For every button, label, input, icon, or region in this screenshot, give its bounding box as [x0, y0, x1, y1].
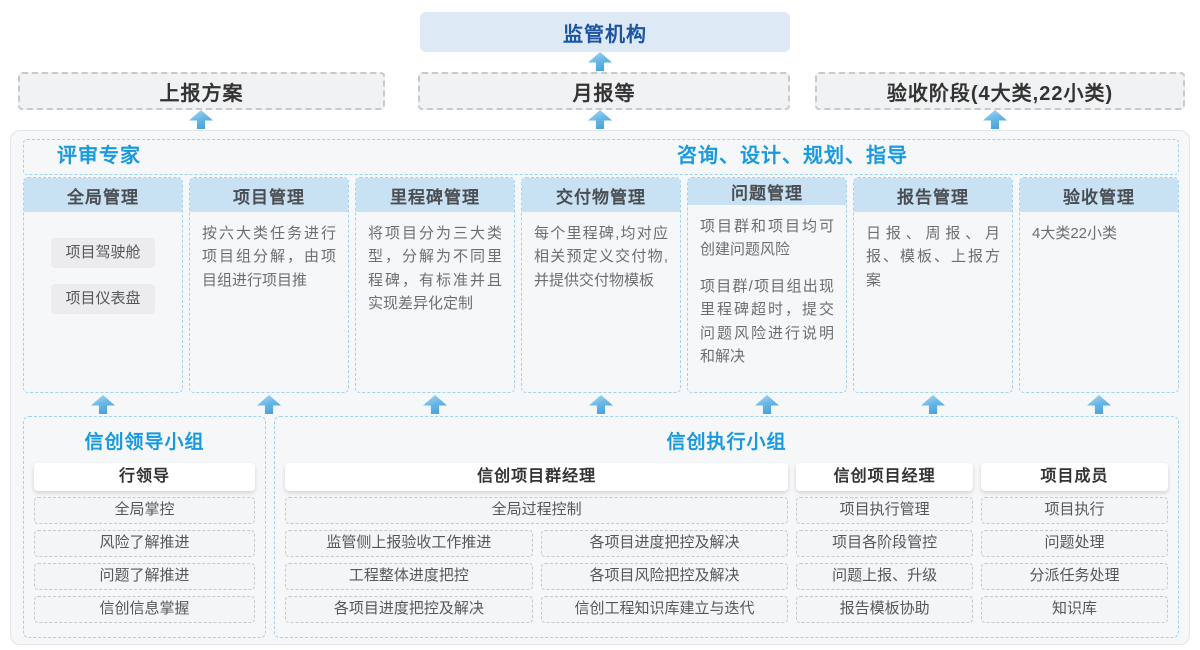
module-columns: 全局管理 项目驾驶舱 项目仪表盘 项目管理 按六大类任务进行项目组分解，由项目组… — [23, 177, 1179, 393]
leader-group-title: 信创领导小组 — [84, 432, 205, 453]
arrow-up-icon — [983, 110, 1007, 129]
project-member-task-list: 项目执行问题处理分派任务处理知识库 — [980, 497, 1168, 623]
module-column-global: 全局管理 项目驾驶舱 项目仪表盘 — [23, 177, 183, 393]
leader-task-list: 全局掌控风险了解推进问题了解推进信创信息掌握 — [34, 497, 255, 623]
report-plan-box: 上报方案 — [18, 72, 385, 110]
arrow-up-icon — [91, 395, 115, 414]
column-body: 日报、周报、月报、模板、上报方案 — [854, 212, 1012, 392]
column-header: 项目管理 — [190, 178, 348, 212]
expert-band: 评审专家 咨询、设计、规划、指导 — [23, 139, 1179, 175]
column-paragraph: 将项目分为三大类型，分解为不同里程碑，有标准并且实现差异化定制 — [368, 225, 502, 312]
leader-task-item: 问题了解推进 — [34, 563, 255, 590]
review-experts-label: 评审专家 — [57, 145, 141, 167]
arrow-up-icon — [1087, 395, 1111, 414]
project-manager-role-box: 信创项目经理 — [796, 463, 973, 491]
column-body: 4大类22小类 — [1020, 212, 1178, 392]
program-manager-left-list: 监管侧上报验收工作推进工程整体进度把控各项目进度把控及解决 — [285, 530, 533, 623]
project-manager-task-item: 项目各阶段管控 — [796, 530, 973, 557]
leader-task-item: 全局掌控 — [34, 497, 255, 524]
project-member-task-item: 知识库 — [980, 596, 1168, 623]
module-column-report: 报告管理 日报、周报、月报、模板、上报方案 — [853, 177, 1013, 393]
program-manager-task-item: 工程整体进度把控 — [285, 563, 533, 590]
project-member-task-item: 分派任务处理 — [980, 563, 1168, 590]
arrow-up-icon — [189, 110, 213, 129]
module-column-deliverable: 交付物管理 每个里程碑,均对应相关预定义交付物,并提供交付物模板 — [521, 177, 681, 393]
column-paragraph: 按六大类任务进行项目组分解，由项目组进行项目推 — [202, 225, 336, 289]
regulator-box: 监管机构 — [420, 12, 790, 52]
module-column-project: 项目管理 按六大类任务进行项目组分解，由项目组进行项目推 — [189, 177, 349, 393]
program-manager-task-grid: 监管侧上报验收工作推进工程整体进度把控各项目进度把控及解决 各项目进度把控及解决… — [285, 530, 789, 623]
module-column-issue: 问题管理 项目群和项目均可创建问题风险 项目群/项目组出现里程碑超时，提交问题风… — [687, 177, 847, 393]
module-column-acceptance: 验收管理 4大类22小类 — [1019, 177, 1179, 393]
project-manager-task-item: 问题上报、升级 — [796, 563, 973, 590]
program-manager-task-item: 各项目风险把控及解决 — [540, 563, 789, 590]
column-header: 报告管理 — [854, 178, 1012, 212]
platform-container: 评审专家 咨询、设计、规划、指导 全局管理 项目驾驶舱 项目仪表盘 项目管理 按… — [10, 130, 1190, 645]
program-manager-column: 信创项目群经理 全局过程控制 监管侧上报验收工作推进工程整体进度把控各项目进度把… — [285, 463, 789, 623]
arrow-up-icon — [257, 395, 281, 414]
column-body: 项目驾驶舱 项目仪表盘 — [24, 212, 182, 392]
arrow-up-icon — [921, 395, 945, 414]
monthly-report-box: 月报等 — [418, 72, 790, 110]
arrow-up-icon — [588, 52, 612, 71]
project-member-column: 项目成员 项目执行问题处理分派任务处理知识库 — [980, 463, 1168, 623]
leader-task-item: 信创信息掌握 — [34, 596, 255, 623]
arrow-up-icon — [423, 395, 447, 414]
module-column-milestone: 里程碑管理 将项目分为三大类型，分解为不同里程碑，有标准并且实现差异化定制 — [355, 177, 515, 393]
column-paragraph: 项目群和项目均可创建问题风险 — [700, 217, 834, 258]
global-process-control-item: 全局过程控制 — [285, 497, 789, 524]
program-manager-task-item: 监管侧上报验收工作推进 — [285, 530, 533, 557]
column-header: 交付物管理 — [522, 178, 680, 212]
executive-group-title: 信创执行小组 — [666, 432, 787, 453]
global-cockpit-tag: 项目驾驶舱 — [50, 238, 156, 268]
column-header: 里程碑管理 — [356, 178, 514, 212]
arrow-up-icon — [589, 395, 613, 414]
leader-task-item: 风险了解推进 — [34, 530, 255, 557]
consulting-design-label: 咨询、设计、规划、指导 — [677, 145, 908, 167]
column-body: 项目群和项目均可创建问题风险 项目群/项目组出现里程碑超时，提交问题风险进行说明… — [688, 205, 846, 393]
leader-group-box: 信创领导小组 行领导 全局掌控风险了解推进问题了解推进信创信息掌握 — [23, 416, 266, 638]
arrow-up-icon — [755, 395, 779, 414]
program-manager-task-item: 各项目进度把控及解决 — [540, 530, 789, 557]
column-body: 将项目分为三大类型，分解为不同里程碑，有标准并且实现差异化定制 — [356, 212, 514, 392]
project-member-role-box: 项目成员 — [980, 463, 1168, 491]
column-header: 验收管理 — [1020, 178, 1178, 212]
column-body: 按六大类任务进行项目组分解，由项目组进行项目推 — [190, 212, 348, 392]
column-paragraph: 每个里程碑,均对应相关预定义交付物,并提供交付物模板 — [534, 225, 668, 289]
executive-subcolumns: 信创项目群经理 全局过程控制 监管侧上报验收工作推进工程整体进度把控各项目进度把… — [285, 463, 1168, 623]
program-manager-task-item: 各项目进度把控及解决 — [285, 596, 533, 623]
project-manager-task-item: 项目执行管理 — [796, 497, 973, 524]
arrow-up-icon — [588, 110, 612, 129]
column-paragraph: 4大类22小类 — [1032, 225, 1118, 242]
acceptance-stage-box: 验收阶段(4大类,22小类) — [815, 72, 1185, 110]
column-body: 每个里程碑,均对应相关预定义交付物,并提供交付物模板 — [522, 212, 680, 392]
program-manager-role-box: 信创项目群经理 — [285, 463, 789, 491]
project-manager-task-list: 项目执行管理项目各阶段管控问题上报、升级报告模板协助 — [796, 497, 973, 623]
column-arrows-row — [23, 395, 1179, 415]
column-paragraph: 日报、周报、月报、模板、上报方案 — [866, 225, 1000, 289]
working-groups: 信创领导小组 行领导 全局掌控风险了解推进问题了解推进信创信息掌握 信创执行小组… — [23, 416, 1179, 638]
column-paragraph: 项目群/项目组出现里程碑超时，提交问题风险进行说明和解决 — [700, 278, 834, 365]
executive-group-box: 信创执行小组 信创项目群经理 全局过程控制 监管侧上报验收工作推进工程整体进度把… — [274, 416, 1179, 638]
program-manager-right-list: 各项目进度把控及解决各项目风险把控及解决信创工程知识库建立与迭代 — [540, 530, 789, 623]
column-header: 全局管理 — [24, 178, 182, 212]
project-member-task-item: 项目执行 — [980, 497, 1168, 524]
project-manager-column: 信创项目经理 项目执行管理项目各阶段管控问题上报、升级报告模板协助 — [796, 463, 973, 623]
project-manager-task-item: 报告模板协助 — [796, 596, 973, 623]
column-header: 问题管理 — [688, 178, 846, 205]
bank-leader-role-box: 行领导 — [34, 463, 255, 491]
global-dashboard-tag: 项目仪表盘 — [50, 284, 156, 314]
project-member-task-item: 问题处理 — [980, 530, 1168, 557]
program-manager-task-item: 信创工程知识库建立与迭代 — [540, 596, 789, 623]
